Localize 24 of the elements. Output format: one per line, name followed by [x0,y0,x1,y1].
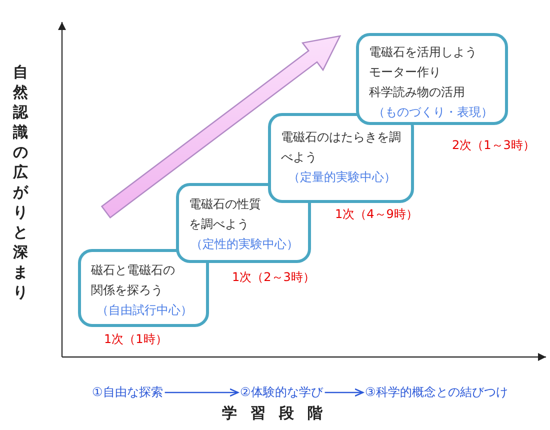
step-box [176,183,311,263]
stage-label: ①自由な探索 [92,384,163,401]
duration-label: 2次（1～3時） [452,137,535,154]
method-note: （定量的実験中心） [288,169,396,186]
method-note: （自由試行中心） [96,302,192,319]
step-text: 科学読み物の活用 [369,84,465,101]
stage-label: ③科学的概念との結びつけ [365,384,508,401]
duration-label: 1次（4～9時） [335,206,418,223]
step-text: 電磁石の性質を調べよう [189,196,261,233]
step-text: 磁石と電磁石の関係を探ろう [91,262,175,299]
duration-label: 1次（1時） [104,331,168,348]
duration-label: 1次（2～3時） [232,269,315,286]
arrow [324,388,364,397]
arrow [164,388,239,397]
step-text: 電磁石を活用しよう [369,44,477,61]
axis-title: 自然認識の広がりと深まり [13,62,29,302]
axis-title: 学習段階 [222,404,336,423]
stage-label: ②体験的な学び [240,384,323,401]
method-note: （定性的実験中心） [190,236,298,253]
step-text: モーター作り [369,64,441,81]
step-box [78,249,209,327]
step-text: 電磁石のはたらきを調べよう [281,129,402,166]
step-box [356,33,508,125]
method-note: （ものづくり・表現） [373,104,493,121]
